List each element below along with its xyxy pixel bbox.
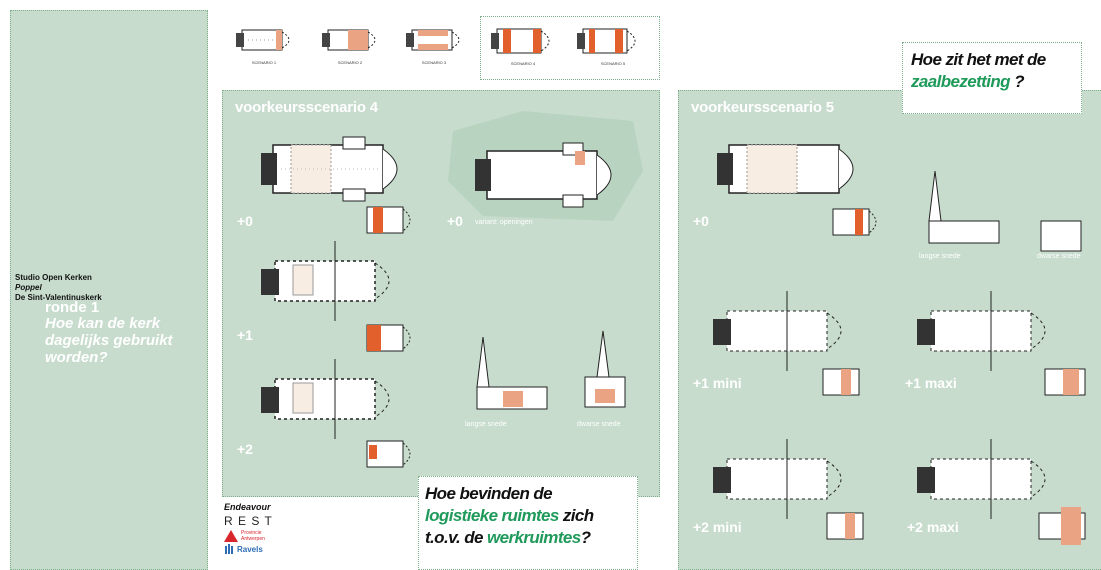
- variant-level-label: +0: [447, 213, 463, 229]
- thumbnail-scenario-5[interactable]: SCENARIO 5: [573, 21, 653, 75]
- cross-section-drawing: [1040, 220, 1082, 252]
- long-section-label: langse snede: [919, 253, 961, 260]
- mini-plan-locator: [826, 512, 864, 540]
- question-bottom-line1: Hoe bevinden de: [425, 484, 553, 503]
- level-label: +1: [237, 327, 253, 343]
- question-top-line1: Hoe zit het met de: [911, 50, 1046, 69]
- level-label: +0: [693, 213, 709, 229]
- floorplan-level-1-maxi: [917, 291, 1046, 371]
- provincie-logo: Provincie Antwerpen: [241, 530, 265, 542]
- thumbnail-scenario-1[interactable]: SCENARIO 1: [228, 20, 300, 74]
- scenario-5-title: voorkeursscenario 5: [691, 99, 834, 116]
- thumb-caption: SCENARIO 3: [421, 60, 447, 65]
- floorplan-thumb-icon: [577, 28, 636, 54]
- mini-plan-locator: [366, 324, 411, 352]
- round-label: ronde 1: [45, 299, 100, 316]
- selected-scenarios-frame: SCENARIO 4 SCENARIO 5: [480, 16, 660, 80]
- rest-logo: R E S T: [224, 514, 273, 528]
- floorplan-thumb-icon: [406, 29, 460, 51]
- endeavour-logo: Endeavour: [224, 502, 271, 512]
- scenario-thumbnails: SCENARIO 1 SCENARIO 2 SCENARIO 3: [222, 14, 662, 80]
- logo-block: Endeavour R E S T Provincie Antwerpen Ra…: [224, 502, 304, 568]
- mini-plan-locator: [822, 368, 860, 396]
- provincie-triangle-icon: [224, 530, 238, 542]
- level-label: +2: [237, 441, 253, 457]
- cross-section-label: dwarse snede: [577, 421, 621, 428]
- question-top-keyword: zaalbezetting: [911, 72, 1011, 91]
- scenario-4-panel: voorkeursscenario 4 +0 +0 variant: openi…: [222, 90, 660, 497]
- long-section-drawing: [928, 170, 1000, 244]
- level-label: +0: [237, 213, 253, 229]
- scenario-5-panel: voorkeursscenario 5 +0 langse snede dwar…: [678, 90, 1101, 570]
- thumb-caption: SCENARIO 2: [337, 60, 363, 65]
- town-name: Poppel: [15, 283, 42, 292]
- cross-section-drawing: [584, 330, 626, 408]
- question-top-rest: ?: [1009, 72, 1024, 91]
- studio-name: Studio Open Kerken: [15, 273, 92, 282]
- scenario-4-title: voorkeursscenario 4: [235, 99, 378, 116]
- question-bottom-keyword-1: logistieke ruimtes: [425, 506, 559, 525]
- long-section-label: langse snede: [465, 421, 507, 428]
- thumbnail-scenario-3[interactable]: SCENARIO 3: [398, 20, 470, 74]
- floorplan-level-1: [261, 241, 390, 321]
- floorplan-level-2-mini: [713, 439, 842, 519]
- floorplan-level-0: [717, 144, 854, 194]
- question-bottom-rest-2: ?: [580, 528, 591, 547]
- floorplan-level-1-mini: [713, 291, 842, 371]
- mini-plan-locator: [832, 208, 877, 236]
- floorplan-level-2: [261, 359, 390, 439]
- mini-plan-locator: [1044, 368, 1086, 396]
- floorplan-thumb-icon: [236, 29, 290, 51]
- question-bottom-prefix: t.o.v. de: [425, 528, 488, 547]
- floorplan-level-2-maxi: [917, 439, 1046, 519]
- church-name: De Sint-Valentinuskerk: [15, 293, 102, 302]
- question-bottom-rest-1: zich: [558, 506, 594, 525]
- thumb-caption: SCENARIO 5: [600, 61, 626, 66]
- variant-plan: [448, 111, 643, 221]
- long-section-drawing: [476, 336, 548, 410]
- thumbnail-scenario-4[interactable]: SCENARIO 4: [483, 21, 563, 75]
- round-question: Hoe kan de kerk dagelijks gebruikt worde…: [45, 315, 173, 366]
- variant-label: variant: openingen: [475, 219, 533, 226]
- level-label: +2 maxi: [907, 519, 959, 535]
- floorplan-thumb-icon: [322, 29, 376, 51]
- floorplan-level-0: [261, 136, 398, 202]
- level-label: +2 mini: [693, 519, 742, 535]
- question-box-top: Hoe zit het met de zaalbezetting ?: [902, 42, 1082, 114]
- thumb-caption: SCENARIO 1: [251, 60, 277, 65]
- question-bottom-keyword-2: werkruimtes: [487, 528, 581, 547]
- question-box-bottom: Hoe bevinden de logistieke ruimtes zich …: [418, 476, 638, 570]
- sidebar-panel: Studio Open Kerken Poppel De Sint-Valent…: [10, 10, 208, 570]
- mini-plan-locator: [1038, 507, 1086, 545]
- thumb-caption: SCENARIO 4: [510, 61, 536, 66]
- mini-plan-locator: [366, 440, 411, 468]
- mini-plan-locator: [366, 206, 411, 234]
- ravels-logo: Ravels: [237, 544, 263, 554]
- ravels-icon: [225, 544, 233, 554]
- cross-section-label: dwarse snede: [1037, 253, 1081, 260]
- level-label: +1 maxi: [905, 375, 957, 391]
- level-label: +1 mini: [693, 375, 742, 391]
- floorplan-thumb-icon: [491, 28, 550, 54]
- thumbnail-scenario-2[interactable]: SCENARIO 2: [314, 20, 386, 74]
